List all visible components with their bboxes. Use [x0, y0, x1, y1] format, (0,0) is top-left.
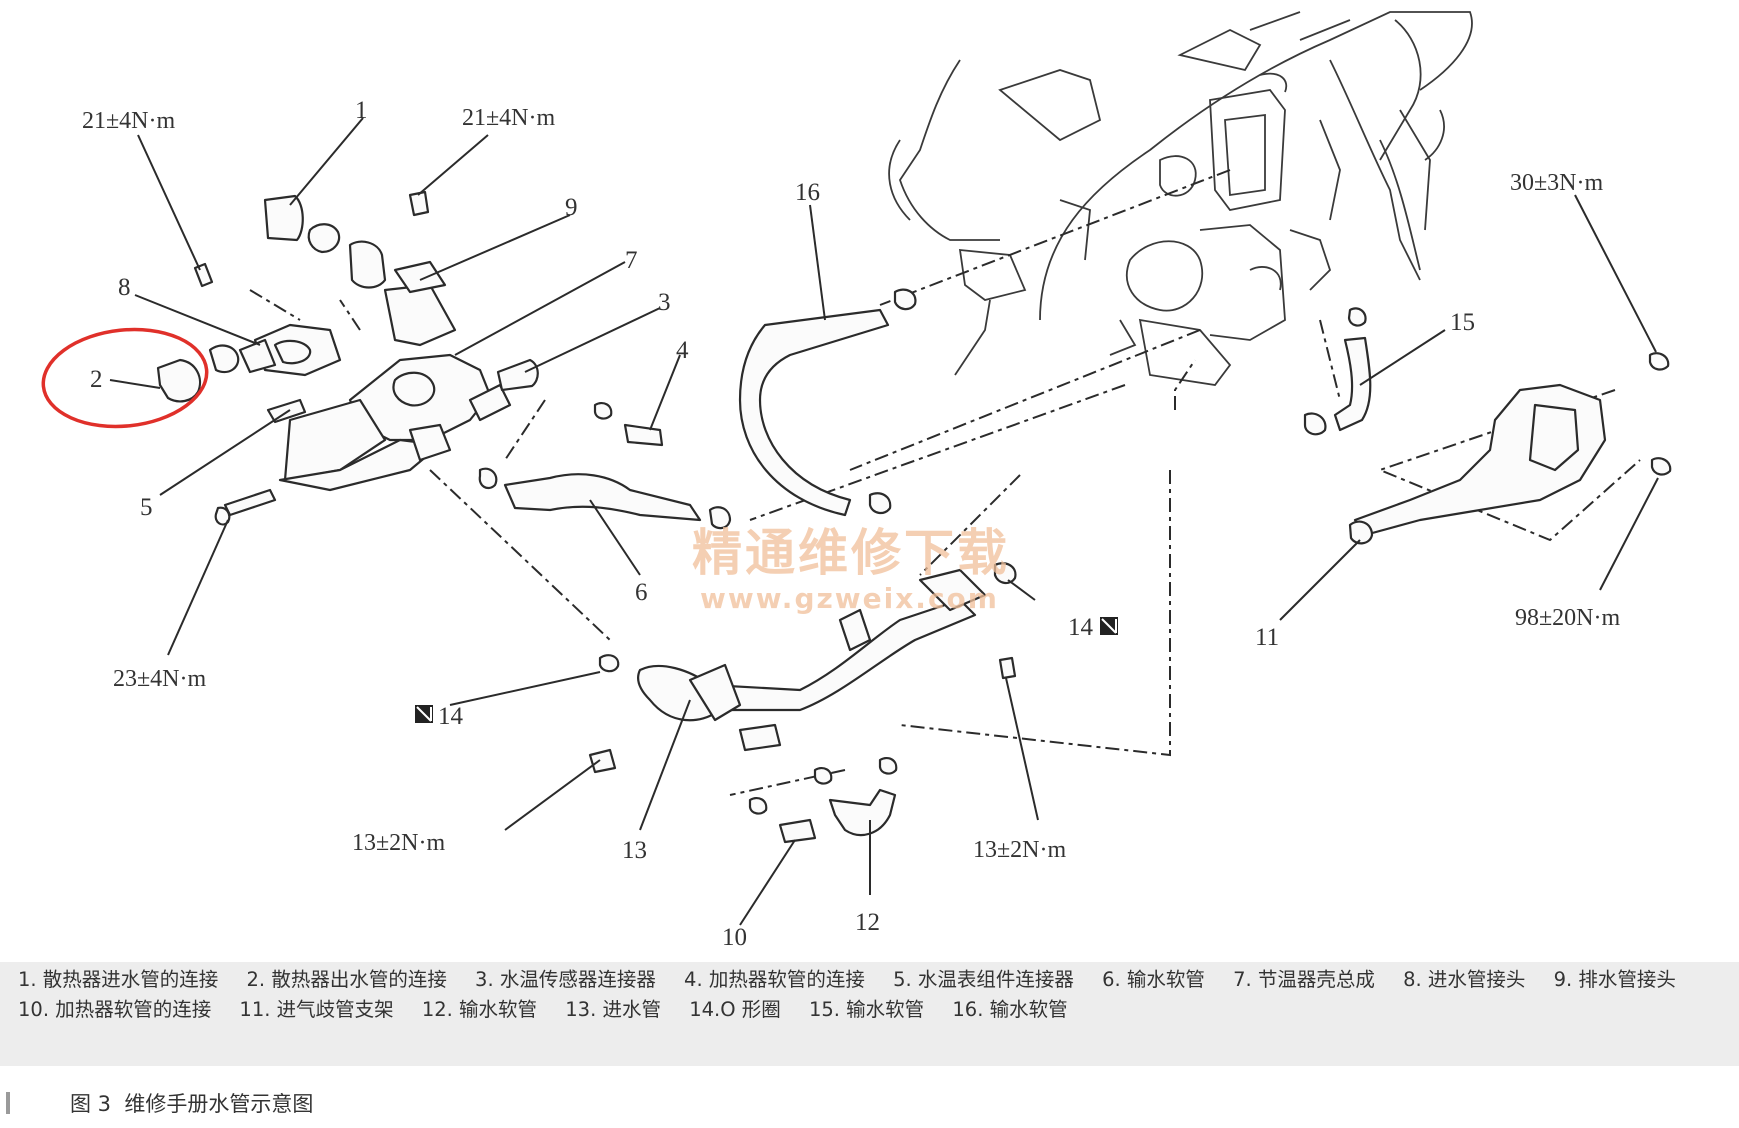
fitting-4 [593, 401, 664, 447]
legend-item-6: 6. 输水软管 [1102, 968, 1205, 991]
highlight-circle [41, 327, 209, 429]
callout-10: 10 [722, 924, 747, 950]
svg-text:14: 14 [1068, 614, 1094, 641]
callout-8: 8 [118, 274, 131, 301]
callout-14-right: 14 [1068, 614, 1118, 641]
callout-9: 9 [565, 194, 578, 221]
legend-item-1: 1. 散热器进水管的连接 [18, 968, 219, 991]
hose-6 [503, 473, 732, 530]
torque-spec-6: 13±2N·m [352, 830, 445, 856]
callout-15: 15 [1450, 309, 1475, 336]
callout-5: 5 [140, 494, 153, 521]
callout-16: 16 [795, 179, 820, 206]
torque-spec-3: 30±3N·m [1510, 170, 1603, 196]
callout-4: 4 [676, 337, 689, 364]
callout-14-left: 14 [415, 703, 464, 730]
callout-7: 7 [625, 247, 638, 274]
callout-13: 13 [622, 837, 647, 864]
hose-16 [738, 288, 917, 517]
intake-manifold-bracket-11 [1348, 352, 1672, 545]
caption-marker [6, 1092, 10, 1114]
torque-spec-2: 21±4N·m [462, 105, 555, 131]
hose-15 [1303, 307, 1372, 436]
callout-12: 12 [855, 909, 880, 936]
assembly-dashed-lines [249, 169, 1641, 796]
legend-item-16: 16. 输水软管 [952, 998, 1068, 1021]
parts-legend: 1. 散热器进水管的连接 2. 散热器出水管的连接 3. 水温传感器连接器 4.… [0, 962, 1739, 1066]
watermark: 精通维修下载 www.gzweix.com [692, 523, 1010, 615]
callout-1: 1 [355, 97, 368, 124]
legend-item-2: 2. 散热器出水管的连接 [246, 968, 447, 991]
torque-spec-5: 98±20N·m [1515, 605, 1620, 631]
watermark-url: www.gzweix.com [700, 582, 999, 615]
intake-pipe-13 [588, 562, 1017, 774]
hose-12 [813, 756, 898, 837]
fitting-10 [748, 796, 817, 844]
legend-item-11: 11. 进气歧管支架 [239, 998, 394, 1021]
torque-spec-1: 21±4N·m [82, 108, 175, 134]
torque-specs: 21±4N·m 21±4N·m 30±3N·m 23±4N·m 98±20N·m… [82, 105, 1620, 863]
water-pipe-diagram: 1 2 3 4 5 6 7 8 9 10 11 12 13 14 14 15 1… [41, 11, 1672, 950]
legend-item-8: 8. 进水管接头 [1403, 968, 1526, 991]
legend-item-9: 9. 排水管接头 [1553, 968, 1676, 991]
watermark-title: 精通维修下载 [692, 523, 1010, 582]
legend-item-14: 14.O 形圈 [689, 998, 781, 1021]
legend-item-15: 15. 输水软管 [808, 998, 925, 1021]
callout-3: 3 [658, 289, 671, 316]
torque-spec-4: 23±4N·m [113, 666, 206, 692]
callout-6: 6 [635, 579, 648, 606]
legend-item-12: 12. 输水软管 [421, 998, 538, 1021]
thermostat-housing-assembly [156, 190, 539, 526]
legend-item-13: 13. 进水管 [565, 998, 661, 1021]
leader-lines [109, 117, 1659, 926]
legend-row-2: 10. 加热器软管的连接 11. 进气歧管支架 12. 输水软管 13. 进水管… [18, 993, 1731, 1022]
legend-item-5: 5. 水温表组件连接器 [893, 968, 1074, 991]
svg-text:14: 14 [438, 703, 464, 730]
legend-item-3: 3. 水温传感器连接器 [475, 968, 656, 991]
callout-labels: 1 2 3 4 5 6 7 8 9 10 11 12 13 14 14 15 1… [90, 97, 1475, 950]
legend-item-10: 10. 加热器软管的连接 [18, 998, 212, 1021]
callout-11: 11 [1255, 624, 1279, 651]
callout-2: 2 [90, 366, 103, 393]
legend-item-4: 4. 加热器软管的连接 [684, 968, 865, 991]
torque-spec-7: 13±2N·m [973, 837, 1066, 863]
legend-row-1: 1. 散热器进水管的连接 2. 散热器出水管的连接 3. 水温传感器连接器 4.… [18, 963, 1731, 992]
figure-caption: 图 3 维修手册水管示意图 [70, 1088, 313, 1118]
engine-block-outline [888, 11, 1473, 386]
figure-title: 维修手册水管示意图 [124, 1092, 314, 1116]
figure-number: 图 3 [70, 1092, 112, 1116]
legend-item-7: 7. 节温器壳总成 [1233, 968, 1375, 991]
